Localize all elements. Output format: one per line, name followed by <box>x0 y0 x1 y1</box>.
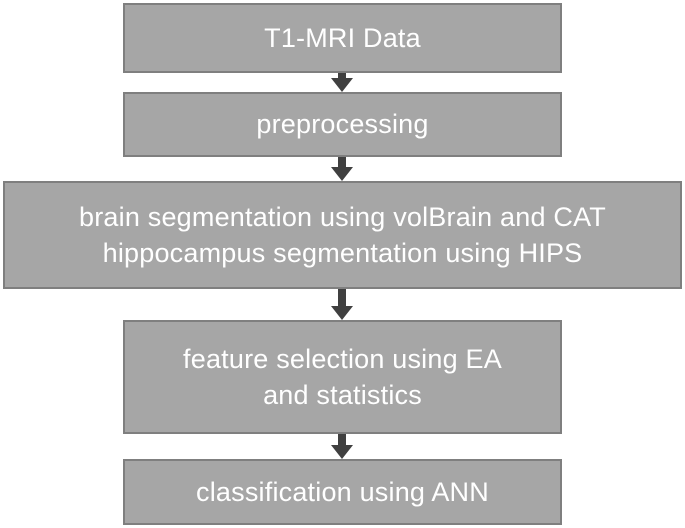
node-t1-mri-data-label: T1-MRI Data <box>264 22 421 53</box>
node-classification: classification using ANN <box>123 459 562 525</box>
node-segmentation-label-line2: hippocampus segmentation using HIPS <box>102 238 583 268</box>
node-feature-selection-label-line2: and statistics <box>263 380 422 410</box>
node-preprocessing: preprocessing <box>123 92 562 157</box>
arrow-feature-selection-to-classification <box>331 434 353 459</box>
node-segmentation-label-line1: brain segmentation using volBrain and CA… <box>79 201 606 232</box>
arrow-t1-to-preprocessing <box>331 73 353 92</box>
node-feature-selection: feature selection using EA and statistic… <box>123 320 562 434</box>
node-preprocessing-label: preprocessing <box>256 109 429 140</box>
node-feature-selection-label-line1: feature selection using EA <box>183 343 502 374</box>
arrow-preprocessing-to-segmentation <box>331 157 353 181</box>
node-t1-mri-data: T1-MRI Data <box>123 3 562 73</box>
arrow-segmentation-to-feature-selection <box>331 289 353 320</box>
node-segmentation: brain segmentation using volBrain and CA… <box>3 181 682 289</box>
node-classification-label: classification using ANN <box>196 476 489 507</box>
